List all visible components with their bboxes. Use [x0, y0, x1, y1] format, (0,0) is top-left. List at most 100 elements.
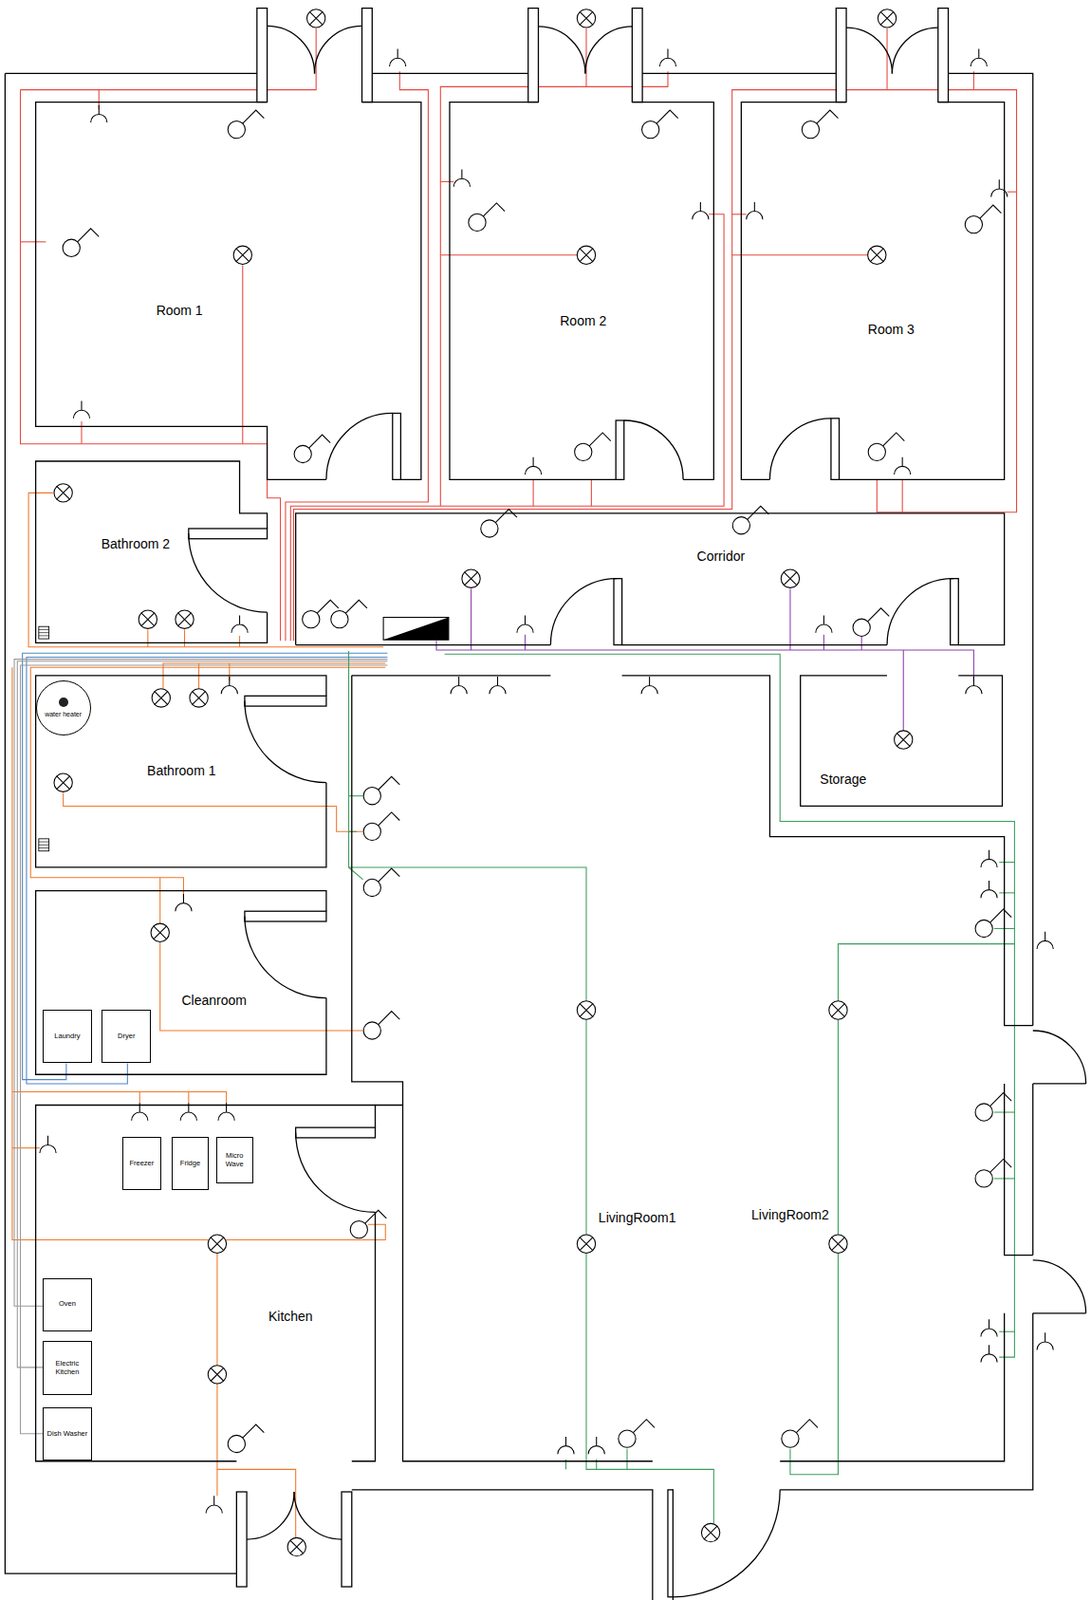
wall [1033, 1082, 1087, 1084]
lamp-symbol [138, 610, 157, 629]
door-swing [314, 25, 363, 74]
wire [80, 421, 82, 444]
wall [295, 644, 552, 646]
lamp-symbol [151, 688, 170, 707]
wire [837, 943, 1015, 1001]
lamp-cross [464, 572, 479, 586]
panel-fill [383, 617, 449, 641]
wire [267, 443, 281, 642]
appliance-label: Oven [58, 1299, 76, 1309]
switch-lever [816, 110, 839, 124]
lamp-body [233, 245, 252, 264]
wall [36, 675, 327, 868]
switch-lever [242, 110, 265, 124]
lamp-symbol [207, 1365, 226, 1384]
lamp-cross [579, 11, 593, 25]
socket-symbol [131, 1102, 148, 1120]
lamp-body [54, 483, 73, 502]
wire [294, 28, 888, 641]
switch-body [852, 618, 870, 636]
wire [902, 479, 904, 512]
switch-symbol [975, 908, 1012, 938]
vent-slats [38, 841, 50, 848]
wall [449, 102, 616, 481]
door-swing [188, 533, 268, 612]
switch-lever [632, 1419, 655, 1433]
wire [903, 649, 905, 731]
lamp-symbol [462, 569, 481, 588]
door-swing [537, 26, 585, 74]
appliance-label: Fridge [180, 1159, 201, 1168]
switch-symbol [781, 1419, 818, 1448]
switch-lever [868, 608, 890, 622]
wire [887, 71, 974, 90]
socket-symbol [588, 1436, 605, 1454]
wire [861, 636, 863, 650]
lamp-body [576, 1234, 595, 1253]
lamp-cross [141, 612, 155, 627]
door-swing [585, 26, 632, 74]
appliance-label: water heater [44, 710, 82, 719]
wire [732, 213, 747, 215]
socket-symbol [221, 676, 238, 694]
wall [351, 1489, 653, 1600]
lamp-cross [579, 1003, 593, 1018]
wire [290, 28, 587, 641]
wall [1004, 1083, 1034, 1256]
lamp-symbol [54, 773, 73, 792]
wire [626, 1448, 628, 1470]
room-area: Bathroom 1water heater [36, 674, 327, 867]
lamp-cross [896, 733, 910, 747]
wire [876, 90, 1017, 513]
door-swing [624, 420, 684, 480]
water-heater: water heater [36, 680, 92, 736]
switch-body [363, 1021, 381, 1039]
switch-symbol [294, 434, 331, 463]
lamp-cross [56, 776, 71, 790]
lamp-cross [832, 1237, 846, 1251]
switch-lever [589, 432, 611, 446]
wire [63, 792, 364, 832]
lamp-body [701, 1522, 720, 1541]
wire [349, 795, 364, 796]
room-label: Cleanroom [179, 992, 248, 1009]
socket-symbol [389, 49, 407, 67]
door-swing [1033, 1030, 1087, 1084]
switch-body [732, 517, 750, 535]
switch-lever [495, 509, 518, 523]
wire [139, 1091, 141, 1104]
distribution-panel [383, 617, 449, 641]
socket-symbol [991, 179, 1008, 197]
wire [349, 650, 587, 1001]
appliance-label: Dish Washer [47, 1429, 89, 1439]
door-leaf [362, 8, 373, 103]
switch-lever [482, 203, 505, 217]
lamp-symbol [701, 1522, 720, 1541]
socket-symbol [39, 1135, 56, 1153]
socket-symbol [517, 614, 534, 632]
walls [4, 8, 1086, 1600]
wall [351, 674, 552, 676]
wire [823, 634, 825, 650]
wire [837, 1018, 839, 1235]
room-area: Room 1 [36, 101, 422, 426]
switch-symbol [975, 1092, 1012, 1122]
door-swing [887, 578, 954, 646]
wire [241, 265, 243, 444]
door-swing [246, 1491, 295, 1539]
lamp-body [576, 1000, 595, 1019]
lamp-cross [154, 691, 168, 705]
wall [800, 675, 1003, 807]
wire [998, 891, 1015, 893]
door-leaf [835, 8, 847, 103]
wiring [12, 28, 1018, 1537]
wall [622, 644, 888, 646]
lamp-body [307, 9, 326, 28]
socket-symbol [894, 457, 911, 475]
door-leaf [188, 528, 268, 539]
socket-symbol [175, 893, 192, 911]
switch-lever [378, 812, 401, 826]
switch-lever [242, 1423, 265, 1438]
